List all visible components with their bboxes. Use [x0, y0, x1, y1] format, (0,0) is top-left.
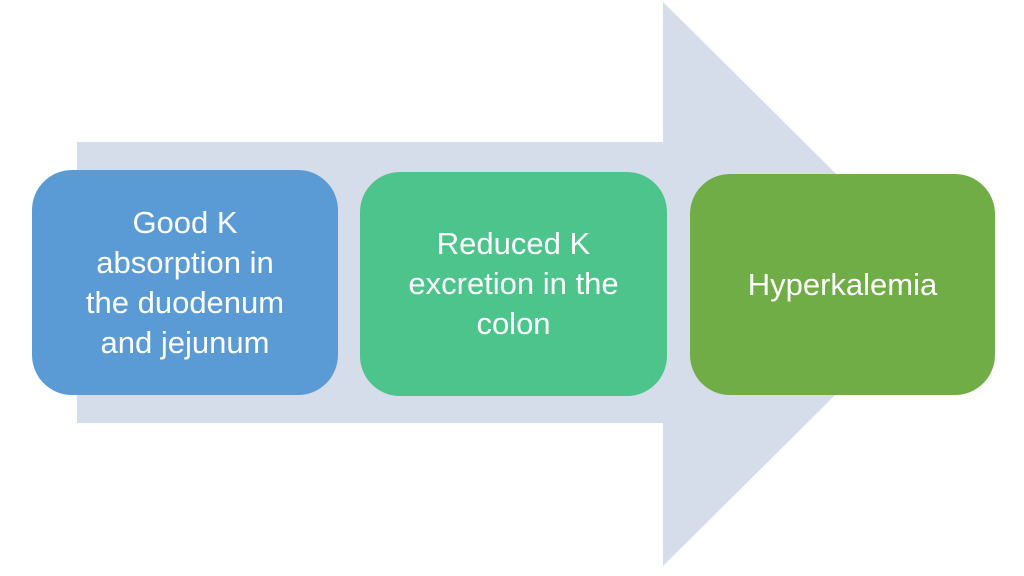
step-label-line: absorption in [96, 244, 274, 280]
step-label: Good K absorption in the duodenum and je… [32, 203, 338, 363]
step-label-line: the duodenum [85, 284, 285, 320]
step-label-line: Reduced K [436, 226, 591, 261]
step-label-line: Good K [132, 204, 238, 240]
step-box-reduced-k-excretion: Reduced K excretion in the colon [360, 172, 667, 396]
step-label-line: colon [476, 306, 551, 341]
step-label-line: and jejunum [100, 324, 270, 360]
step-label-line: Hyperkalemia [747, 266, 938, 302]
step-label: Reduced K excretion in the colon [360, 224, 667, 344]
step-box-good-k-absorption: Good K absorption in the duodenum and je… [32, 170, 338, 395]
step-label: Hyperkalemia [690, 265, 995, 305]
step-box-hyperkalemia: Hyperkalemia [690, 174, 995, 395]
step-label-line: excretion in the [408, 266, 619, 301]
